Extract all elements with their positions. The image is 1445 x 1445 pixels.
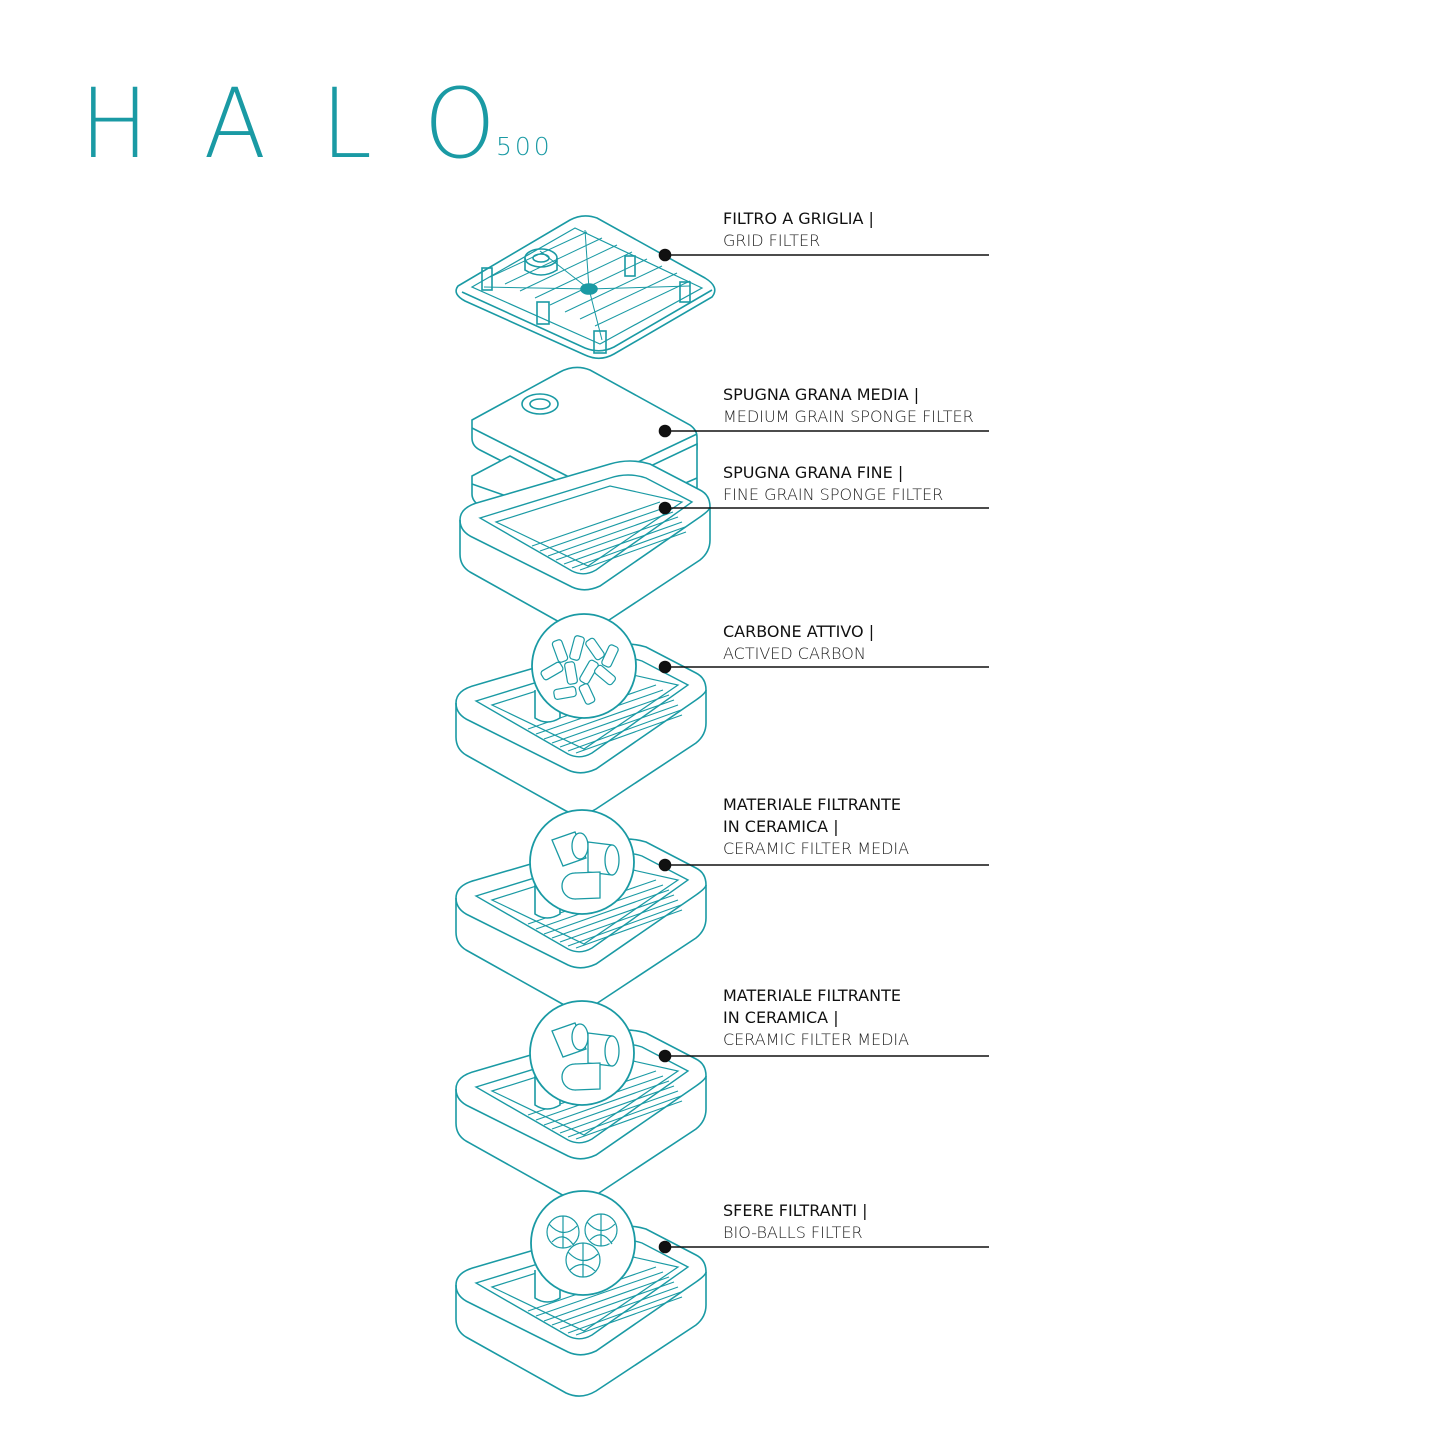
carbon-tray-illustration: [455, 613, 707, 815]
leader-bioballs: [658, 1240, 989, 1254]
model-number: 500: [496, 132, 553, 161]
label-it: MATERIALE FILTRANTE: [723, 986, 901, 1005]
label-ceramic-1: MATERIALE FILTRANTE IN CERAMICA | CERAMI…: [723, 794, 909, 860]
label-it: SPUGNA GRANA MEDIA |: [723, 385, 920, 404]
label-en: CERAMIC FILTER MEDIA: [723, 1030, 910, 1049]
label-en: ACTIVED CARBON: [723, 644, 866, 663]
label-it: MATERIALE FILTRANTE: [723, 795, 901, 814]
leader-fine-sponge: [658, 501, 989, 515]
leader-ceramic-2: [658, 1049, 989, 1063]
ceramic-tray-illustration-2: [455, 1000, 707, 1201]
label-it-line2: IN CERAMICA |: [723, 1008, 839, 1027]
leader-ceramic-1: [658, 858, 989, 872]
label-en: CERAMIC FILTER MEDIA: [723, 839, 910, 858]
ceramic-tray-illustration-1: [455, 809, 707, 1010]
label-it-line2: IN CERAMICA |: [723, 817, 839, 836]
label-grid-filter: FILTRO A GRIGLIA | GRID FILTER: [723, 208, 874, 252]
label-en: MEDIUM GRAIN SPONGE FILTER: [723, 407, 974, 426]
leader-grid-filter: [658, 248, 989, 262]
label-carbon: CARBONE ATTIVO | ACTIVED CARBON: [723, 621, 874, 665]
label-en: GRID FILTER: [723, 231, 821, 250]
product-title: HALO 500: [80, 76, 575, 172]
label-fine-sponge: SPUGNA GRANA FINE | FINE GRAIN SPONGE FI…: [723, 462, 943, 506]
label-bioballs: SFERE FILTRANTI | BIO-BALLS FILTER: [723, 1200, 868, 1244]
label-it: FILTRO A GRIGLIA |: [723, 209, 874, 228]
label-it: SFERE FILTRANTI |: [723, 1201, 868, 1220]
leader-lines: [658, 248, 989, 1254]
grid-filter-illustration: [455, 215, 716, 360]
leader-medium-sponge: [658, 424, 989, 438]
bioballs-tray-illustration: [455, 1190, 707, 1397]
label-en: BIO-BALLS FILTER: [723, 1223, 863, 1242]
label-en: FINE GRAIN SPONGE FILTER: [723, 485, 944, 504]
label-it: CARBONE ATTIVO |: [723, 622, 875, 641]
label-it: SPUGNA GRANA FINE |: [723, 463, 904, 482]
brand-name: HALO: [80, 68, 551, 180]
label-ceramic-2: MATERIALE FILTRANTE IN CERAMICA | CERAMI…: [723, 985, 909, 1051]
leader-carbon: [658, 660, 989, 674]
label-medium-sponge: SPUGNA GRANA MEDIA | MEDIUM GRAIN SPONGE…: [723, 384, 974, 428]
